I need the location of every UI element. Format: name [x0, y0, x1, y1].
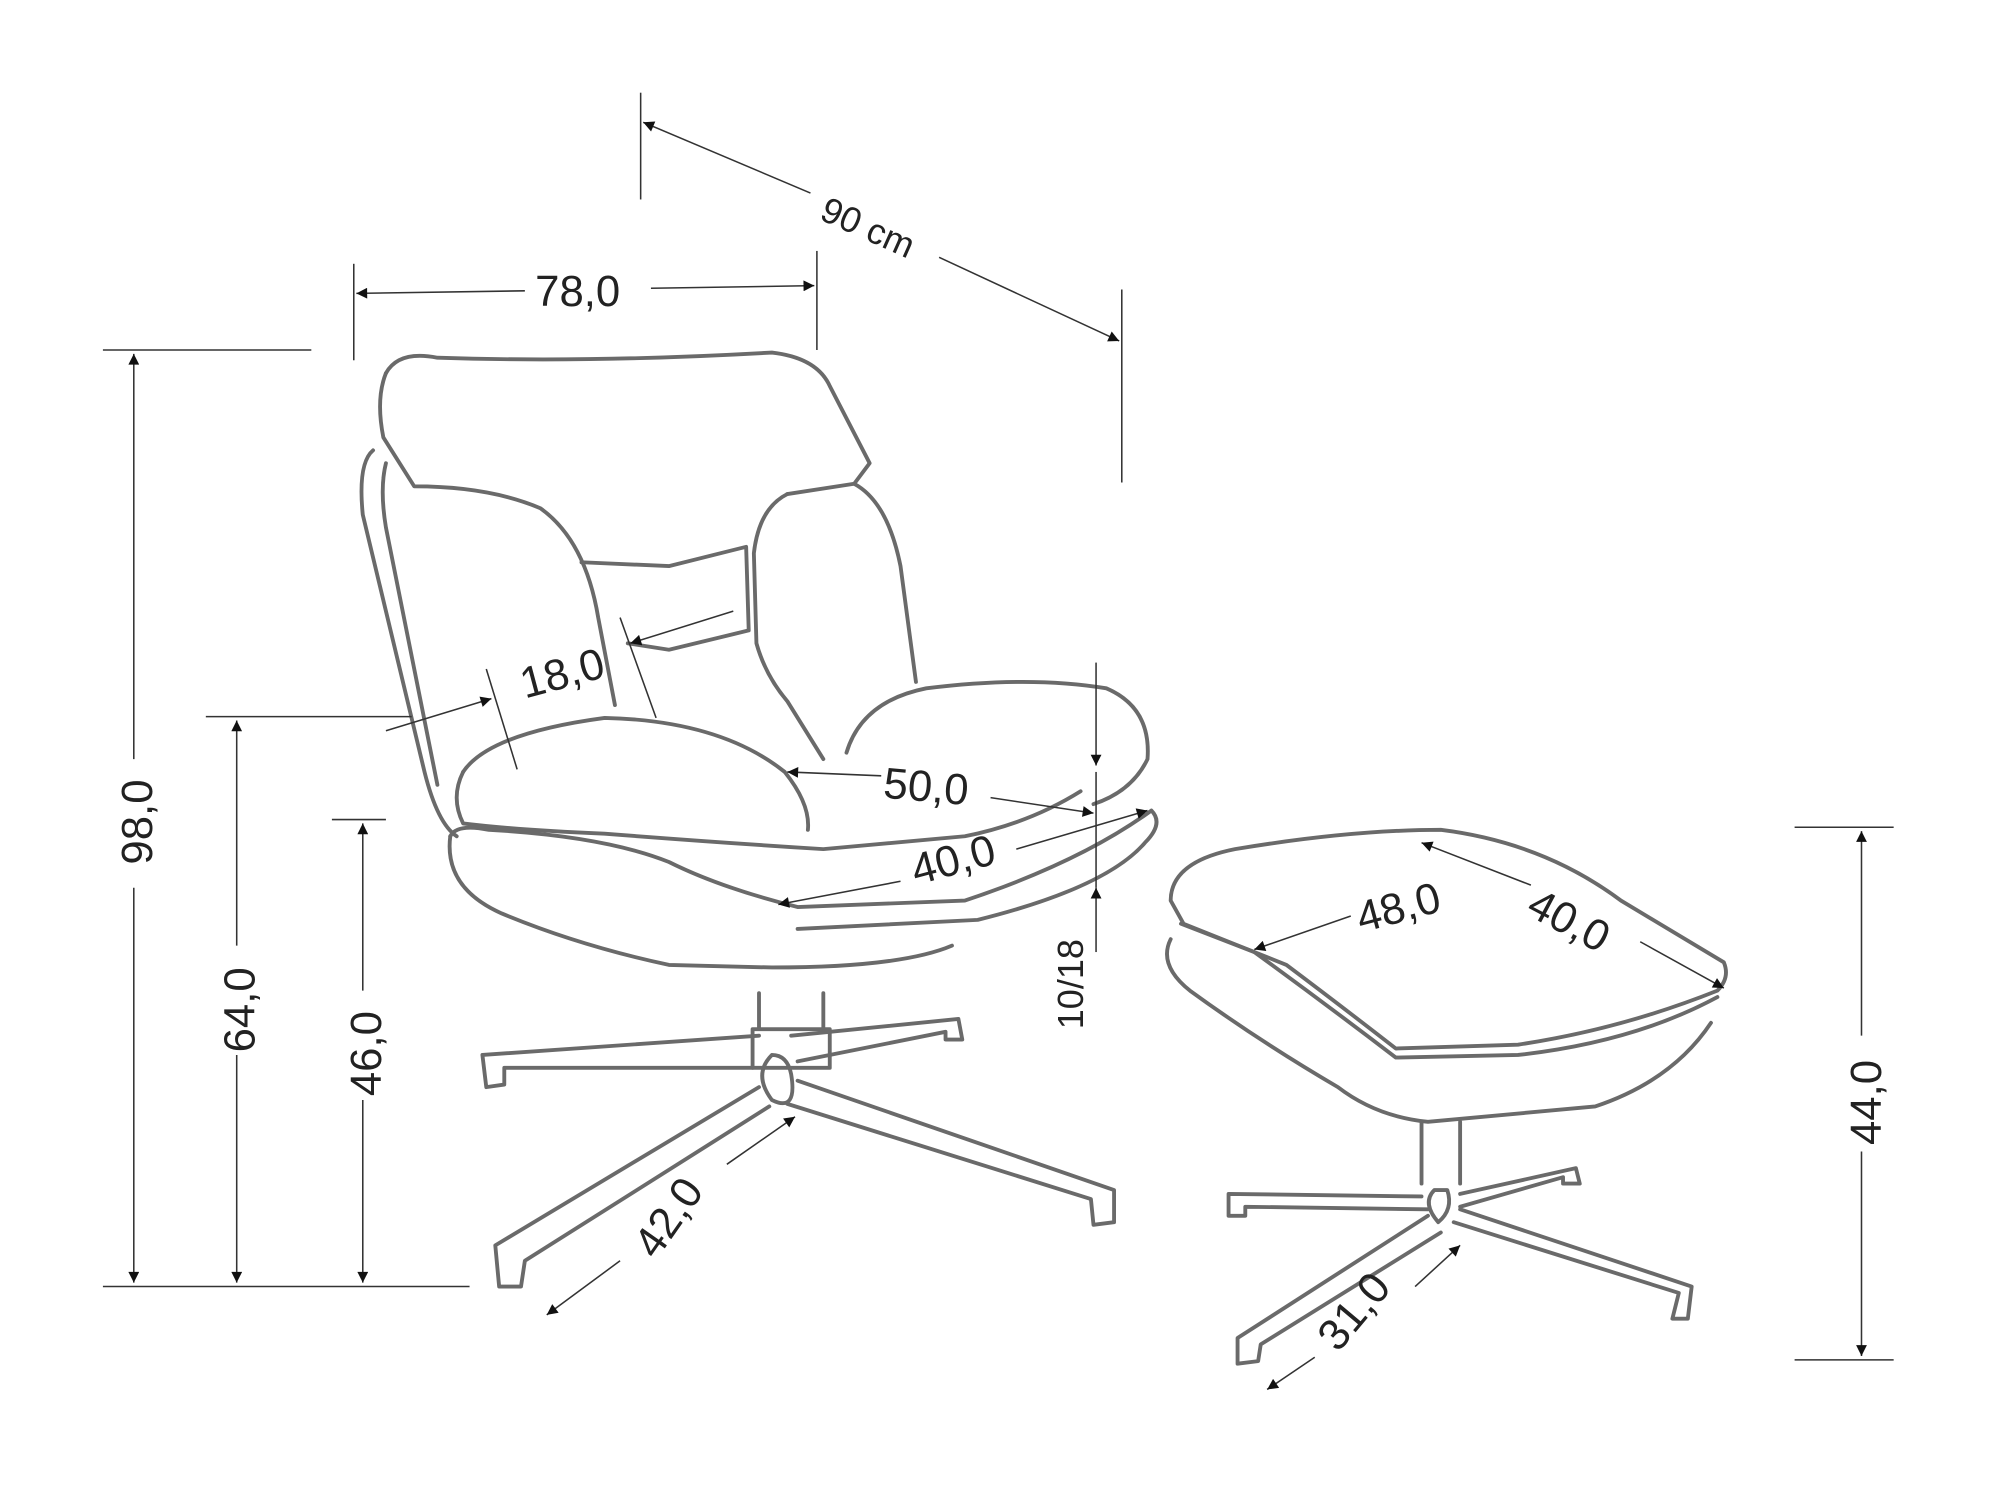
- dimension-lines: [102, 92, 1894, 1391]
- label-seat-width: 40,0: [906, 825, 1001, 894]
- armchair-outline: [359, 350, 1159, 1070]
- label-ottoman-width: 48,0: [1351, 873, 1446, 942]
- label-seat-height: 46,0: [342, 1011, 391, 1096]
- label-cushion-thickness: 10/18: [1050, 939, 1091, 1029]
- ottoman-outline: [1165, 827, 1728, 1366]
- label-base-radius: 42,0: [624, 1169, 713, 1267]
- label-depth-total: 90 cm: [815, 189, 921, 266]
- label-backrest-side: 18,0: [515, 639, 610, 708]
- label-ottoman-depth: 40,0: [1520, 879, 1618, 962]
- label-ottoman-height: 44,0: [1842, 1060, 1891, 1145]
- label-width: 78,0: [535, 267, 620, 316]
- label-seat-depth: 50,0: [882, 759, 971, 815]
- label-armrest-height: 64,0: [216, 967, 265, 1052]
- chair-base: [480, 1017, 1116, 1289]
- label-height-total: 98,0: [113, 779, 162, 864]
- label-ottoman-base-radius: 31,0: [1308, 1263, 1400, 1360]
